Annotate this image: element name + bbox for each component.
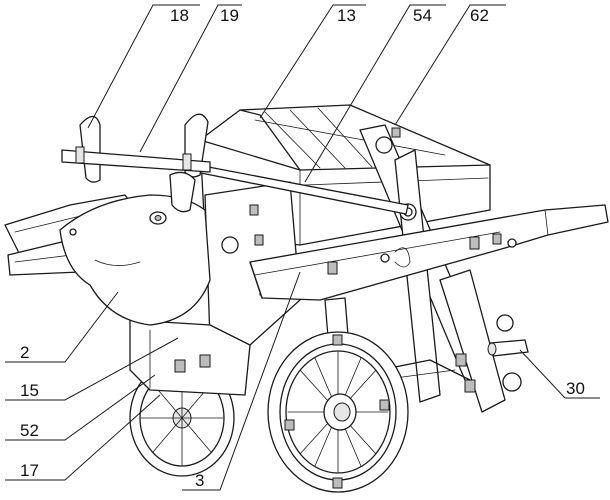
front-right-wheel bbox=[267, 331, 409, 493]
label-15: 15 bbox=[20, 381, 39, 400]
label-17: 17 bbox=[20, 461, 39, 480]
label-52: 52 bbox=[20, 421, 39, 440]
label-18: 18 bbox=[170, 6, 189, 25]
label-54: 54 bbox=[413, 6, 432, 25]
label-30: 30 bbox=[566, 379, 585, 398]
label-2: 2 bbox=[20, 343, 29, 362]
label-62: 62 bbox=[470, 6, 489, 25]
reference-numerals: 18 19 13 54 62 2 15 52 17 3 30 bbox=[20, 6, 585, 490]
yoke-bar bbox=[61, 146, 211, 173]
label-13: 13 bbox=[337, 6, 356, 25]
label-19: 19 bbox=[220, 6, 239, 25]
shaft-handle bbox=[249, 204, 609, 301]
label-3: 3 bbox=[195, 471, 204, 490]
pin-30 bbox=[487, 339, 529, 357]
ox-head bbox=[4, 113, 211, 326]
leader-lines bbox=[5, 4, 600, 491]
